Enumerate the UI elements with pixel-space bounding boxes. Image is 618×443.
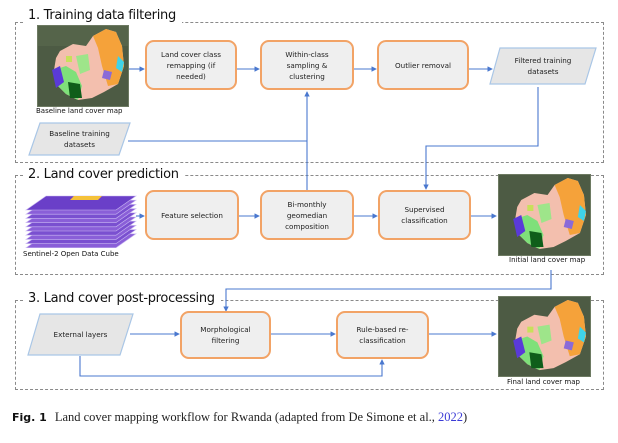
remapping-label: Land cover class remapping (if needed) [161,49,221,81]
within-class-label: Within-class sampling & clustering [285,49,329,81]
morphological-filtering-step: Morphological filtering [180,311,271,359]
filtered-training-datasets: Filtered training datasets [489,47,597,85]
citation-link[interactable]: 2022 [438,410,464,424]
initial-land-cover-map-image [498,174,591,256]
outlier-label: Outlier removal [395,60,451,70]
supervised-classification-step: Supervised classification [378,190,471,240]
cube-layer [25,195,137,211]
land-cover-class-remapping-step: Land cover class remapping (if needed) [145,40,237,90]
caption-close-paren: ) [463,410,468,424]
morphological-label: Morphological filtering [200,325,251,345]
section-title-post-processing: 3. Land cover post-processing [24,291,221,307]
filtered-label: Filtered training datasets [514,56,572,76]
baseline-training-label: Baseline training datasets [49,129,110,149]
section-training-data-filtering [15,22,604,163]
baseline-training-datasets: Baseline training datasets [28,122,131,156]
rule-based-reclassification-step: Rule-based re-classification [336,311,429,359]
figure-label: Fig. 1 [12,411,47,424]
section-title-land-cover-prediction: 2. Land cover prediction [24,167,185,183]
figure-caption: Fig. 1 Land cover mapping workflow for Rw… [12,410,467,425]
final-map-caption: Final land cover map [506,378,581,386]
feature-selection-label: Feature selection [161,210,223,220]
initial-map-caption: Initial land cover map [508,256,587,264]
baseline-land-cover-map-image [37,25,129,107]
external-layers-label: External layers [53,330,108,339]
data-cube-caption: Sentinel-2 Open Data Cube [22,250,120,258]
baseline-map-caption: Baseline land cover map [35,107,124,115]
outlier-removal-step: Outlier removal [377,40,469,90]
rule-based-label: Rule-based re-classification [356,325,409,345]
external-layers: External layers [27,313,134,356]
geomedian-composition-step: Bi-monthly geomedian composition [260,190,354,240]
feature-selection-step: Feature selection [145,190,239,240]
cube-highlight [70,196,102,200]
final-land-cover-map-image [498,296,591,377]
within-class-sampling-step: Within-class sampling & clustering [260,40,354,90]
geomedian-label: Bi-monthly geomedian composition [285,199,329,231]
figure-caption-text: Land cover mapping workflow for Rwanda (… [54,410,439,424]
section-title-training-data-filtering: 1. Training data filtering [24,8,182,24]
sentinel-2-data-cube-image [24,188,138,248]
supervised-label: Supervised classification [401,205,448,225]
